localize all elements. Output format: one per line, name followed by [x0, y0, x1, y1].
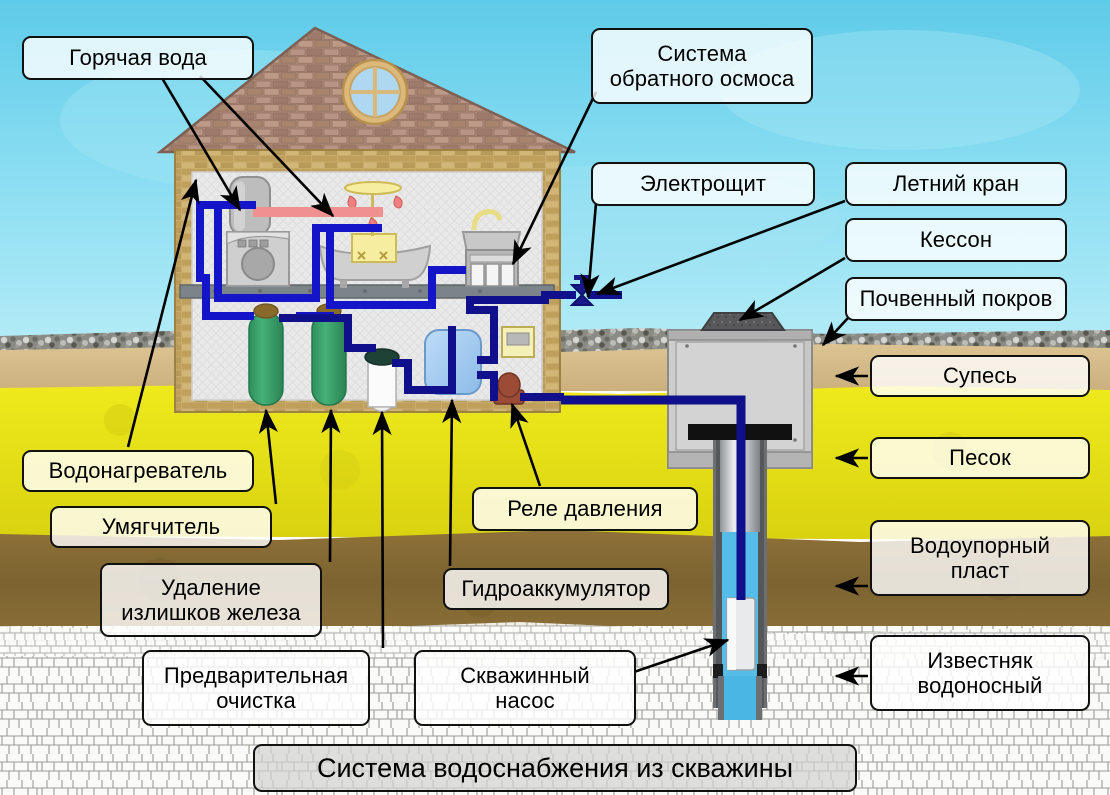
leader-lines: [126, 75, 868, 686]
label-softener: Умягчитель: [50, 506, 272, 548]
label-soil-cover-text: Почвенный покров: [859, 285, 1053, 311]
label-pretreatment: Предварительная очистка: [142, 650, 370, 726]
prefilter-cap: [364, 348, 400, 366]
label-caisson: Кессон: [845, 218, 1067, 262]
leader-caisson: [738, 256, 846, 322]
caisson-hatch: [700, 312, 786, 331]
softener-tank-1: [248, 312, 284, 406]
borehole: [688, 395, 792, 720]
leader-hot-water-heater: [160, 77, 242, 212]
diagram-title-text: Система водоснабжения из скважины: [316, 752, 794, 783]
label-reverse-osmosis: Система обратного осмоса: [591, 28, 813, 104]
shower-head: [344, 181, 402, 195]
label-pretreatment-text: Предварительная очистка: [163, 662, 349, 713]
label-summer-tap: Летний кран: [845, 162, 1067, 206]
label-pressure-switch-text: Реле давления: [507, 495, 663, 521]
leader-reverse-osmosis: [511, 91, 598, 266]
label-well-pump-text: Скважинный насос: [460, 662, 590, 713]
leader-electric-panel-tap: [580, 202, 600, 299]
leader-softener: [258, 408, 279, 505]
label-iron-removal-text: Удаление излишков железа: [121, 574, 301, 625]
ro-filter-2: [485, 263, 500, 287]
label-limestone: Известняк водоносный: [870, 635, 1090, 711]
label-soil-cover: Почвенный покров: [845, 277, 1067, 321]
label-pressure-switch: Реле давления: [472, 487, 698, 531]
label-electric-panel-text: Электрощит: [639, 170, 767, 196]
ro-filter-3: [500, 263, 515, 287]
leader-soil-cover: [821, 317, 849, 347]
label-sand-text: Песок: [949, 444, 1011, 470]
label-caisson-text: Кессон: [919, 226, 993, 252]
leader-pretreatment: [372, 410, 392, 649]
leader-water-heater: [126, 178, 200, 448]
leader-summer-tap: [595, 199, 846, 296]
label-sand: Песок: [870, 437, 1090, 479]
label-sandy-loam-text: Супесь: [942, 362, 1018, 388]
label-iron-removal: Удаление излишков железа: [100, 563, 322, 637]
pipe-network: [196, 201, 622, 401]
label-summer-tap-text: Летний кран: [892, 170, 1020, 196]
house: [156, 26, 622, 413]
label-electric-panel: Электрощит: [591, 162, 815, 206]
softener-tank-2: [311, 312, 347, 406]
label-limestone-text: Известняк водоносный: [917, 647, 1043, 698]
label-well-pump: Скважинный насос: [414, 650, 636, 726]
leader-pressure-relay: [510, 402, 542, 487]
sink-faucet: [471, 209, 503, 231]
leader-well-pump: [633, 638, 730, 674]
label-sandy-loam: Супесь: [870, 355, 1090, 397]
ro-filter-1: [470, 263, 485, 287]
leader-hydroaccumulator: [442, 398, 462, 567]
label-hydroaccumulator-text: Гидроаккумулятор: [461, 575, 651, 601]
label-hot-water: Горячая вода: [22, 36, 254, 80]
label-hydroaccumulator: Гидроаккумулятор: [443, 568, 669, 610]
label-water-heater-text: Водонагреватель: [48, 457, 228, 483]
label-aquitard-text: Водоупорный пласт: [910, 532, 1050, 583]
leader-iron-removal: [321, 408, 341, 563]
label-water-heater: Водонагреватель: [22, 450, 254, 492]
label-reverse-osmosis-text: Система обратного осмоса: [609, 40, 795, 91]
label-softener-text: Умягчитель: [101, 513, 221, 539]
label-aquitard: Водоупорный пласт: [870, 520, 1090, 596]
diagram-title: Система водоснабжения из скважины: [253, 744, 857, 792]
leader-hot-water-pipe: [199, 75, 335, 218]
label-hot-water-text: Горячая вода: [69, 44, 207, 70]
